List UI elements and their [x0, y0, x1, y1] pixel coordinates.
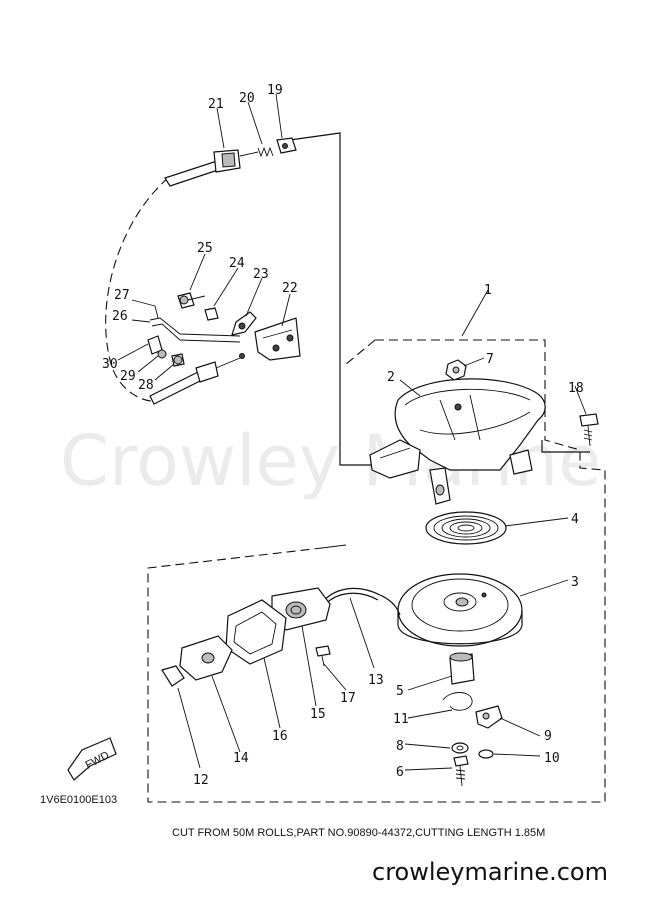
- drawing-code: 1V6E0100E103: [40, 794, 117, 806]
- callout-24: 24: [229, 256, 245, 271]
- callout-20: 20: [239, 91, 255, 106]
- callout-5: 5: [396, 684, 404, 699]
- callout-2: 2: [387, 370, 395, 385]
- linkage-bolt: [177, 292, 206, 309]
- washer: [451, 742, 469, 754]
- callout-10: 10: [544, 751, 560, 766]
- pawl: [475, 705, 503, 729]
- nut: [445, 359, 467, 381]
- callout-25: 25: [197, 241, 213, 256]
- callout-11: 11: [393, 712, 409, 727]
- callout-4: 4: [571, 512, 579, 527]
- callout-21: 21: [208, 97, 224, 112]
- cable-loop: [105, 177, 169, 402]
- callout-22: 22: [282, 281, 298, 296]
- small-pin: [154, 305, 159, 319]
- bolt-6: [453, 755, 469, 787]
- handle-insert: [179, 635, 233, 681]
- callout-15: 15: [310, 707, 326, 722]
- link-rod: [149, 317, 241, 343]
- callout-12: 12: [193, 773, 209, 788]
- cable-grommet: [164, 149, 259, 187]
- callout-7: 7: [486, 352, 494, 367]
- callout-29: 29: [120, 369, 136, 384]
- callout-28: 28: [138, 378, 154, 393]
- spring: [257, 146, 274, 158]
- callout-6: 6: [396, 765, 404, 780]
- callout-27: 27: [114, 288, 130, 303]
- bracket: [254, 317, 301, 361]
- screw-17: [315, 645, 331, 667]
- callout-30: 30: [102, 357, 118, 372]
- callout-13: 13: [368, 673, 384, 688]
- assembly-boundary: [147, 132, 606, 803]
- footer-note: CUT FROM 50M ROLLS,PART NO.90890-44372,C…: [172, 827, 545, 839]
- callout-19: 19: [267, 83, 283, 98]
- rope-guide: [271, 587, 331, 631]
- callout-16: 16: [272, 729, 288, 744]
- linkage-collar: [204, 307, 219, 321]
- starter-rope: [319, 587, 401, 616]
- spiral-spring: [425, 511, 507, 545]
- callout-18: 18: [568, 381, 584, 396]
- sheave-drum: [397, 573, 523, 647]
- spacer: [449, 652, 475, 685]
- handle-grip: [225, 599, 287, 665]
- callouts: 1 2 3 4 5 6 7 8 9 10 11 12 13 14 15 16 1…: [102, 83, 584, 788]
- callout-23: 23: [253, 267, 269, 282]
- lower-cable: [149, 353, 245, 405]
- screw-28: [171, 353, 185, 367]
- lever: [231, 311, 257, 336]
- pawl-spring: [442, 692, 473, 711]
- leader-lines: [117, 93, 587, 771]
- clip: [147, 335, 167, 359]
- bolt-18: [579, 413, 599, 447]
- callout-8: 8: [396, 739, 404, 754]
- callout-1: 1: [484, 283, 492, 298]
- starter-housing: [369, 378, 546, 505]
- site-name: crowleymarine.com: [372, 858, 608, 886]
- callout-14: 14: [233, 751, 249, 766]
- pawl-washer: [478, 749, 494, 759]
- callout-26: 26: [112, 309, 128, 324]
- cable-end: [276, 137, 297, 154]
- handle-clip: [161, 665, 185, 687]
- callout-3: 3: [571, 575, 579, 590]
- callout-17: 17: [340, 691, 356, 706]
- callout-9: 9: [544, 729, 552, 744]
- fwd-arrow: FWD: [67, 737, 117, 781]
